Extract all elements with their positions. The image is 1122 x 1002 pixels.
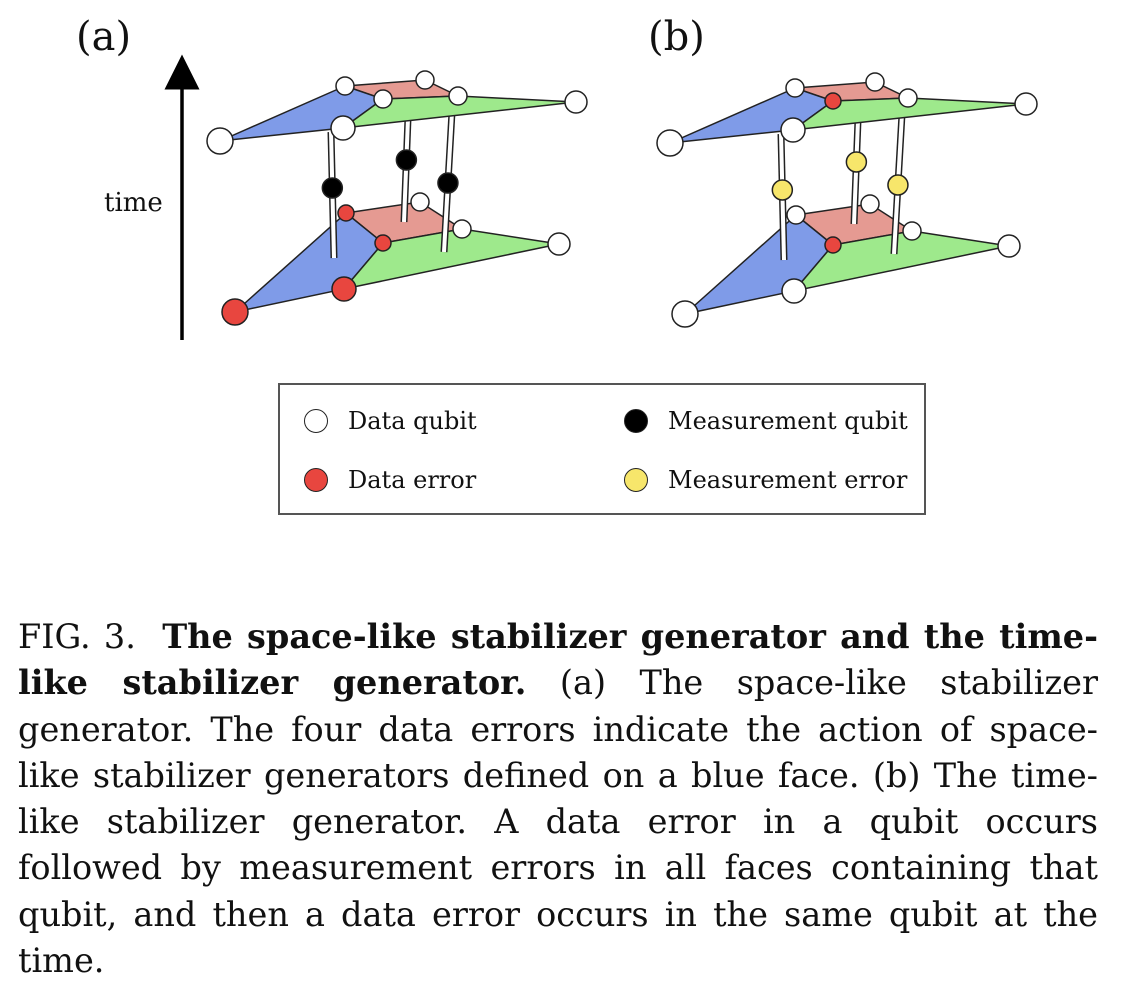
panel-label-a: (a)	[76, 14, 132, 60]
panel-a-top-data-qubit	[564, 90, 588, 114]
panel-b-top-data-qubit	[865, 72, 885, 92]
panel-b-diagram	[656, 72, 1038, 328]
legend-item-measurement-qubit: Measurement qubit	[624, 407, 908, 435]
data-qubit-icon	[304, 409, 328, 433]
panel-a-top-data-qubit	[373, 89, 393, 109]
panel-b-bottom-data-qubit	[786, 205, 806, 225]
panel-b-measurement-error	[845, 151, 868, 173]
panel-a-bottom-data-error	[337, 204, 355, 222]
panel-a-diagram	[206, 70, 588, 326]
panel-b-measurement-error	[771, 179, 794, 201]
time-axis-label: time	[104, 188, 163, 218]
measurement-qubit-icon	[624, 409, 648, 433]
stabilizer-figure	[164, 54, 1038, 340]
panel-b-top-data-qubit	[780, 117, 806, 143]
panel-b-bottom-data-qubit	[781, 278, 807, 304]
panel-b-bottom-data-qubit	[902, 221, 922, 241]
panel-b-top-data-error	[824, 92, 842, 110]
legend-item-measurement-error: Measurement error	[624, 466, 907, 494]
panel-a-bottom-data-qubit	[547, 232, 571, 256]
legend-label: Measurement qubit	[668, 407, 908, 435]
caption-title: The space-like stabilizer generator and …	[18, 617, 1098, 703]
panel-a-bottom-data-error	[221, 298, 249, 326]
caption-body: (a) The space-like stabilizer generator.…	[18, 663, 1098, 981]
panel-b-bottom-data-qubit	[997, 234, 1021, 258]
panel-b-top-data-qubit	[898, 88, 918, 108]
legend-label: Measurement error	[668, 466, 908, 494]
data-error-icon	[304, 468, 328, 492]
panel-b-top-data-qubit	[785, 78, 805, 98]
panel-a-top-data-qubit	[415, 70, 435, 90]
panel-a-bottom-blue-face	[232, 212, 385, 314]
panel-a-measurement-qubit	[321, 177, 344, 199]
panel-b-top-data-qubit	[656, 129, 684, 157]
panel-a-top-data-qubit	[448, 86, 468, 106]
panel-label-b: (b)	[648, 14, 705, 60]
panel-a-measurement-qubit	[437, 172, 459, 194]
measurement-error-icon	[624, 468, 648, 492]
panel-a-measurement-qubit	[395, 149, 418, 171]
caption-prefix: FIG. 3.	[18, 617, 136, 656]
legend: Data qubit Measurement qubit Data error …	[278, 383, 926, 515]
panel-a-top-blue-face	[219, 85, 385, 142]
panel-a-top-data-qubit	[206, 127, 234, 155]
panel-a-bottom-data-error	[331, 276, 357, 302]
panel-a-bottom-data-qubit	[452, 219, 472, 239]
panel-b-top-blue-face	[669, 87, 835, 144]
panel-a-bottom-data-error	[374, 234, 392, 252]
panel-b-bottom-data-qubit	[671, 300, 699, 328]
legend-item-data-error: Data error	[304, 466, 476, 494]
panel-b-measurement-error	[887, 174, 909, 196]
panel-a-top-data-qubit	[335, 76, 355, 96]
panel-a-top-data-qubit	[330, 115, 356, 141]
panel-b-top-data-qubit	[1014, 92, 1038, 116]
legend-item-data-qubit: Data qubit	[304, 407, 477, 435]
panel-b-bottom-data-qubit	[860, 194, 880, 214]
panel-a-bottom-data-qubit	[410, 192, 430, 212]
legend-label: Data qubit	[348, 407, 477, 435]
legend-label: Data error	[348, 466, 477, 494]
panel-b-bottom-blue-face	[682, 214, 835, 316]
panel-b-bottom-data-error	[824, 236, 842, 254]
figure-caption: FIG. 3. The space-like stabilizer genera…	[18, 614, 1098, 984]
